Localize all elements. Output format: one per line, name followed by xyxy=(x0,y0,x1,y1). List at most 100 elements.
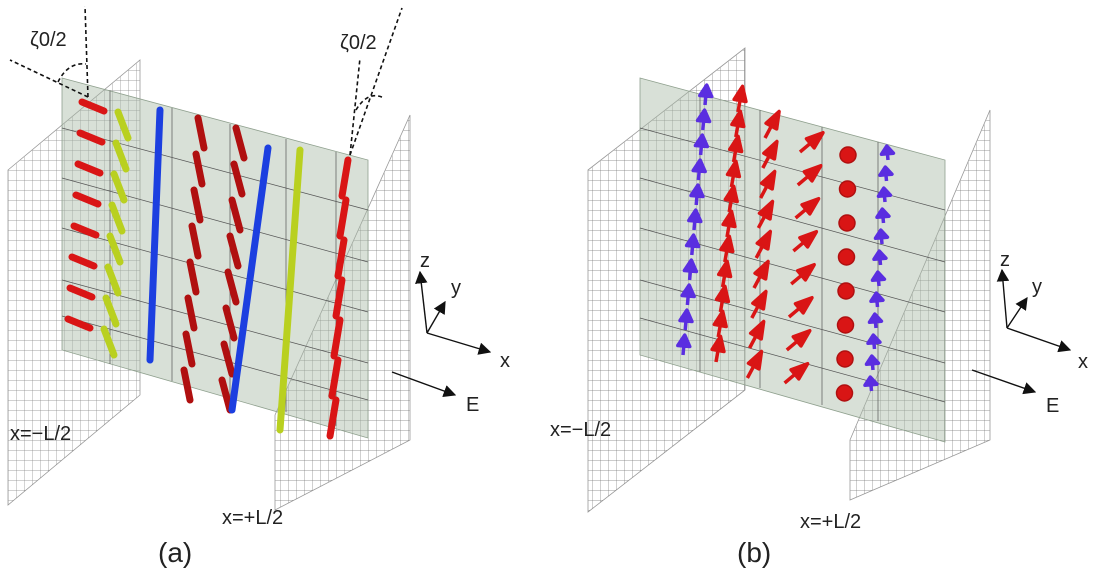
axis-y-label-b: y xyxy=(1032,276,1042,298)
arrow-b-1-8 xyxy=(714,284,731,313)
angle-indicator-right xyxy=(349,7,403,156)
rod-a-4-2 xyxy=(228,196,244,234)
rod-a-3-6 xyxy=(182,330,196,368)
axis-y-label-a: y xyxy=(451,277,461,299)
field-label-a: E xyxy=(466,394,479,416)
rod-a-1-7 xyxy=(100,325,118,359)
rod-a-1-4 xyxy=(106,232,124,266)
axis-x-label-b: x xyxy=(1078,351,1088,373)
arrow-b-violet-9 xyxy=(866,333,882,350)
arrow-b-3-3 xyxy=(792,229,819,253)
rod-a-0-6 xyxy=(66,284,96,301)
arrow-b-0-1 xyxy=(695,108,712,131)
arrow-b-2-8 xyxy=(745,349,764,379)
dot-b-2 xyxy=(838,214,856,232)
rod-a-1-5 xyxy=(104,263,122,297)
rod-a-0-7 xyxy=(64,315,94,332)
rod-a-4-1 xyxy=(230,160,246,198)
rod-a-4-5 xyxy=(222,304,238,342)
rod-a-3-5 xyxy=(184,294,198,332)
rod-a-4-0 xyxy=(232,124,248,162)
rod-a-0-1 xyxy=(76,129,106,146)
dot-b-5 xyxy=(836,316,855,334)
rod-a-6-0 xyxy=(276,146,304,434)
arrow-b-0-7 xyxy=(682,258,699,281)
rod-a-7-1 xyxy=(336,196,350,240)
rod-a-7-4 xyxy=(330,316,344,360)
axes-triad-b xyxy=(971,268,1072,395)
arrow-b-1-4 xyxy=(723,184,739,213)
arrow-b-0-9 xyxy=(678,308,694,331)
arrow-b-3-1 xyxy=(796,163,823,187)
arrow-b-violet-5 xyxy=(872,249,888,266)
dot-b-4 xyxy=(837,282,855,300)
arrow-b-violet-4 xyxy=(873,228,890,245)
arrow-b-violet-8 xyxy=(867,312,884,329)
rod-a-7-6 xyxy=(326,396,340,440)
rod-a-3-0 xyxy=(194,114,208,152)
wall-label-right-b: x=+L/2 xyxy=(800,511,861,533)
rod-a-1-1 xyxy=(112,139,130,173)
rod-a-1-3 xyxy=(108,201,126,235)
arrow-b-violet-7 xyxy=(869,291,885,308)
rod-a-4-3 xyxy=(226,232,242,270)
dot-b-0 xyxy=(839,146,857,164)
arrow-b-1-7 xyxy=(716,259,733,288)
director-arrows-b xyxy=(676,83,896,402)
rod-a-7-5 xyxy=(328,356,342,400)
arrow-b-0-0 xyxy=(698,83,714,106)
arrow-b-0-4 xyxy=(689,183,705,206)
rod-a-0-2 xyxy=(74,160,104,177)
angle-label-left: ζ0/2 xyxy=(30,29,67,51)
arrow-b-violet-6 xyxy=(870,270,887,287)
arrow-b-2-6 xyxy=(750,289,768,319)
arrow-b-3-5 xyxy=(787,295,814,319)
arrow-b-violet-2 xyxy=(876,186,893,203)
rod-a-0-0 xyxy=(78,98,108,115)
arrow-b-2-3 xyxy=(756,199,775,229)
axis-z-label-b: z xyxy=(1000,249,1010,271)
rod-a-4-7 xyxy=(218,376,234,414)
axis-x-label-a: x xyxy=(500,350,510,372)
arrow-b-0-8 xyxy=(680,283,696,306)
arrow-b-0-5 xyxy=(687,208,703,231)
arrow-b-violet-10 xyxy=(864,354,881,371)
arrow-b-2-7 xyxy=(748,319,766,349)
arrow-b-0-10 xyxy=(676,333,692,356)
right-grid-wall-a xyxy=(274,114,411,511)
rod-a-0-5 xyxy=(68,253,98,270)
arrow-b-1-2 xyxy=(727,134,744,163)
wall-label-left-b: x=−L/2 xyxy=(550,419,611,441)
dot-b-7 xyxy=(835,384,854,402)
rod-a-7-2 xyxy=(334,236,348,280)
rod-a-1-0 xyxy=(114,108,132,142)
arrow-b-3-0 xyxy=(798,130,825,154)
rod-a-0-3 xyxy=(72,191,102,208)
panel-label-a: (a) xyxy=(158,537,192,568)
arrow-b-2-0 xyxy=(763,109,781,139)
arrow-b-violet-11 xyxy=(863,375,879,392)
arrow-b-1-5 xyxy=(721,209,737,238)
arrow-b-0-3 xyxy=(691,158,707,181)
left-grid-wall-b xyxy=(587,47,746,513)
arrow-b-2-4 xyxy=(754,229,773,259)
arrow-b-1-3 xyxy=(725,159,742,188)
arrow-b-1-6 xyxy=(719,234,735,263)
wall-label-right-a: x=+L/2 xyxy=(222,507,283,529)
arrow-b-2-2 xyxy=(759,169,777,199)
axes-triad-a xyxy=(391,270,492,398)
rod-a-2-0 xyxy=(146,106,164,364)
arrow-b-1-1 xyxy=(730,109,746,138)
rod-a-7-3 xyxy=(332,276,346,320)
arrow-b-1-9 xyxy=(712,309,728,338)
angle-label-right: ζ0/2 xyxy=(340,32,377,54)
rod-a-7-0 xyxy=(338,156,352,200)
rod-a-0-4 xyxy=(70,222,100,239)
panel-a: ζ0/2 ζ0/2 z y x E x=−L/2 x=+L/2 (a) xyxy=(7,5,510,568)
rod-a-4-6 xyxy=(220,340,236,378)
rod-a-3-3 xyxy=(188,222,202,260)
arrow-b-3-6 xyxy=(785,328,812,352)
rod-a-5-0 xyxy=(228,144,272,414)
central-plane-a xyxy=(61,77,369,439)
